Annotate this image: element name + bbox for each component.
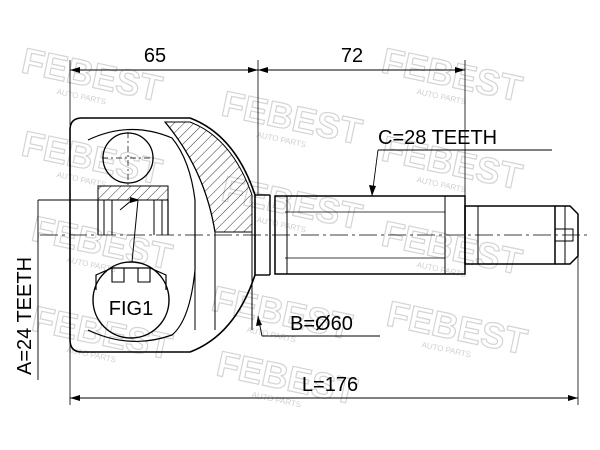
leader-abs-ring: B=Ø60 — [256, 313, 380, 337]
abs-ring-label: B=Ø60 — [290, 313, 353, 335]
output-shaft — [274, 195, 579, 275]
leader-inner-spline — [37, 197, 140, 380]
inner-spline — [97, 185, 169, 235]
ball-element — [102, 132, 154, 185]
watermark-group: FEBEST AUTO PARTS FEBEST AUTO PARTS FEBE… — [18, 39, 532, 413]
fig1-label: FIG1 — [109, 298, 153, 320]
fig1-detail: FIG1 — [92, 199, 170, 339]
dimension-72-label: 72 — [341, 45, 363, 67]
outer-housing — [69, 117, 271, 353]
dimension-total-length-label: L=176 — [302, 374, 358, 396]
leader-outer-spline: C=28 TEETH — [369, 127, 552, 197]
dimension-total-length: L=176 — [70, 374, 578, 401]
extension-lines — [69, 60, 579, 405]
dimension-65: 65 — [70, 45, 258, 73]
dimension-65-label: 65 — [144, 45, 166, 67]
dimension-72: 72 — [258, 45, 465, 73]
outer-spline-label: C=28 TEETH — [378, 127, 497, 149]
inner-spline-label: A=24 TEETH — [14, 257, 36, 375]
